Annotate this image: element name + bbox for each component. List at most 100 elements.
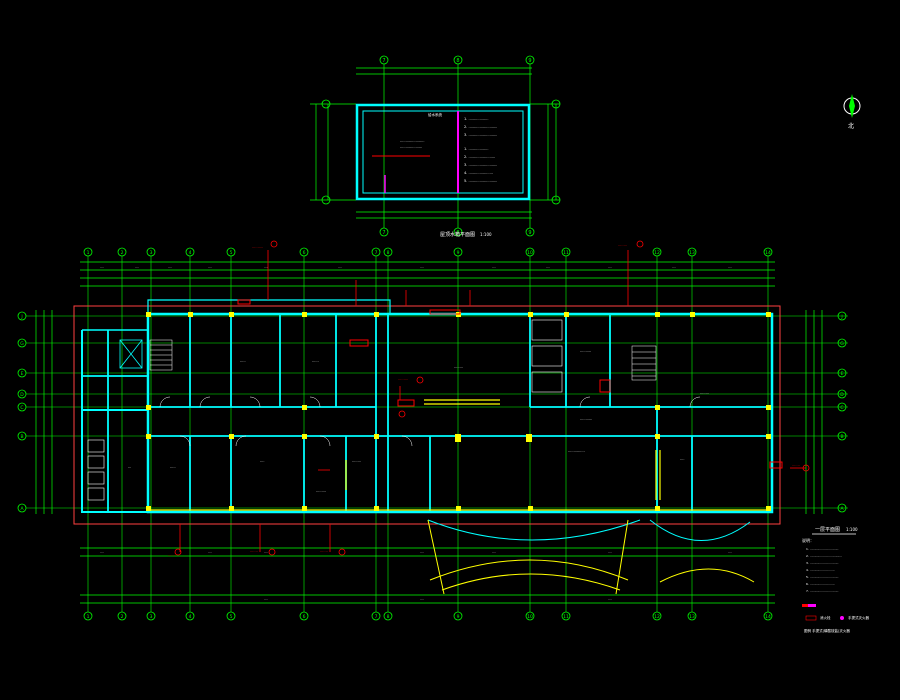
svg-text:9: 9 xyxy=(528,230,531,236)
svg-text:6: 6 xyxy=(303,614,306,620)
svg-text:A: A xyxy=(20,506,24,512)
svg-text:8: 8 xyxy=(387,250,390,256)
svg-text:14: 14 xyxy=(765,614,771,620)
svg-text:....: .... xyxy=(546,265,550,269)
north-label: 北 xyxy=(848,122,854,130)
svg-text:5: 5 xyxy=(230,250,233,256)
svg-text:1. ...........................: 1. .............................. xyxy=(806,547,838,551)
svg-text:...........: ........... xyxy=(580,417,592,421)
svg-text:C: C xyxy=(20,405,23,411)
svg-text:11: 11 xyxy=(563,614,569,620)
svg-text:.......: ....... xyxy=(792,463,800,467)
svg-text:8: 8 xyxy=(387,614,390,620)
svg-text:13: 13 xyxy=(689,250,695,256)
svg-text:7: 7 xyxy=(382,230,385,236)
svg-text:....: .... xyxy=(420,550,424,554)
svg-text:4. ..........................: 4. .......................... xyxy=(806,568,835,572)
svg-text:5. ...........................: 5. .............................. xyxy=(806,575,838,579)
svg-text:..........: .......... xyxy=(580,349,591,353)
svg-text:2. ..........................: 2. .......................... xyxy=(464,125,497,129)
svg-text:J: J xyxy=(840,314,842,320)
svg-text:12: 12 xyxy=(654,614,660,620)
svg-text:1. ..................: 1. .................. xyxy=(464,117,488,121)
legend-item-hydrant: 消火栓 xyxy=(820,615,831,620)
svg-text:7. ...........................: 7. .............................. xyxy=(806,589,838,593)
svg-text:....: .... xyxy=(608,597,612,601)
svg-text:....: .... xyxy=(492,550,496,554)
svg-text:1: 1 xyxy=(87,614,90,620)
svg-text:....: .... xyxy=(168,265,172,269)
svg-text:....: .... xyxy=(608,550,612,554)
svg-text:G: G xyxy=(20,341,24,347)
detail-plan-title: 屋顶水箱平面图 xyxy=(440,231,475,238)
svg-text:B: B xyxy=(20,434,23,440)
svg-text:D: D xyxy=(20,392,24,398)
svg-text:给水系统: 给水系统 xyxy=(428,112,442,117)
svg-text:......: ...... xyxy=(168,553,175,557)
svg-text:6. ..........................: 6. .......................... xyxy=(806,582,835,586)
svg-text:......: ...... xyxy=(312,359,319,363)
svg-text:........: ........ xyxy=(700,391,709,395)
svg-text:2. ........................: 2. ........................ xyxy=(464,155,495,159)
svg-text:2: 2 xyxy=(121,614,124,620)
svg-text:1: 1 xyxy=(87,250,90,256)
svg-text:5. ..........................: 5. .......................... xyxy=(464,179,497,183)
svg-text:....: .... xyxy=(135,265,139,269)
svg-text:....: .... xyxy=(728,550,732,554)
svg-text:.....: ..... xyxy=(240,359,246,363)
svg-text:B: B xyxy=(840,434,843,440)
svg-text:....: .... xyxy=(208,265,212,269)
svg-text:......................: ...................... xyxy=(400,139,424,143)
svg-text:8: 8 xyxy=(456,58,459,64)
svg-text:....: .... xyxy=(608,265,612,269)
svg-text:2: 2 xyxy=(121,250,124,256)
svg-text:3: 3 xyxy=(150,614,153,620)
svg-text:4: 4 xyxy=(189,614,192,620)
svg-text:....: .... xyxy=(420,597,424,601)
svg-text:3: 3 xyxy=(150,250,153,256)
svg-text:....: .... xyxy=(728,265,732,269)
svg-text:........: ........ xyxy=(454,365,463,369)
svg-text:....: .... xyxy=(672,265,676,269)
svg-text:1. ..................: 1. .................. xyxy=(464,147,488,151)
svg-text:....: .... xyxy=(680,457,684,461)
svg-text:C: C xyxy=(840,405,843,411)
svg-text:6: 6 xyxy=(303,250,306,256)
legend-item-extinguisher: 手提式灭火器 xyxy=(848,615,869,620)
svg-text:7: 7 xyxy=(375,614,378,620)
svg-text:14: 14 xyxy=(765,250,771,256)
svg-text:....: .... xyxy=(338,265,342,269)
svg-text:2. ...........................: 2. .................................. xyxy=(806,554,842,558)
svg-text:13: 13 xyxy=(689,614,695,620)
svg-text:5: 5 xyxy=(230,614,233,620)
svg-text:....: .... xyxy=(264,550,268,554)
north-arrow: 北 xyxy=(843,94,861,130)
detail-plan-scale: 1:100 xyxy=(480,232,492,237)
svg-text:E: E xyxy=(841,371,844,377)
svg-text:....: .... xyxy=(208,550,212,554)
svg-text:10: 10 xyxy=(527,250,533,256)
svg-text:...: ... xyxy=(128,465,131,469)
svg-text:.......: ....... xyxy=(250,549,258,553)
svg-text:9: 9 xyxy=(528,58,531,64)
svg-text:9: 9 xyxy=(457,250,460,256)
notes-header: 说明： xyxy=(802,537,814,543)
legend: 消火栓 手提式灭火器 图例 手提式(磷酸铵盐)灭火器 xyxy=(802,604,869,633)
svg-text:....: .... xyxy=(420,265,424,269)
svg-text:11: 11 xyxy=(563,250,569,256)
svg-text:4: 4 xyxy=(189,250,192,256)
svg-text:........: ........ xyxy=(352,459,361,463)
svg-text:.......: ....... xyxy=(320,549,328,553)
svg-text:....: .... xyxy=(100,265,104,269)
svg-text:3. ..........................: 3. .......................... xyxy=(464,133,497,137)
svg-text:D: D xyxy=(840,392,844,398)
svg-text:.....: ..... xyxy=(170,465,176,469)
detail-plan: 给水系统 1. .................. 2. ..........… xyxy=(310,55,561,238)
svg-text:.........: ......... xyxy=(316,489,326,493)
main-plan-scale: 1:100 xyxy=(846,527,858,532)
svg-text:........: ........ xyxy=(618,243,627,247)
svg-text:..........: .......... xyxy=(252,245,263,249)
main-plan-title: 一层平面图 xyxy=(815,527,840,533)
svg-text:....: .... xyxy=(492,265,496,269)
